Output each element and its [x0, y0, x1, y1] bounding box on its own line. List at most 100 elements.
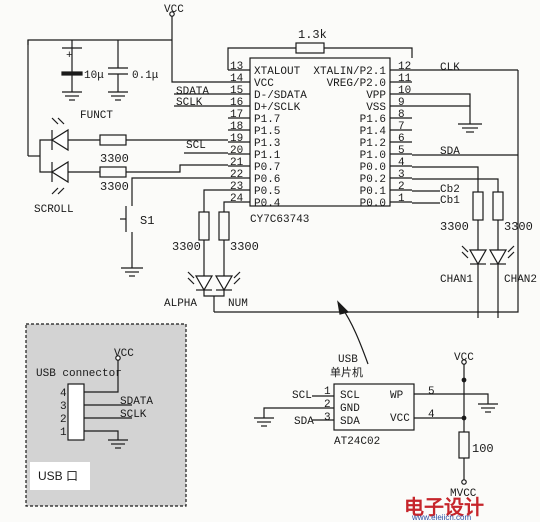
vcc-eeprom-node: VCC — [454, 352, 474, 432]
usb-sdata-label: SDATA — [120, 396, 153, 408]
pin-label: P1.7 — [254, 114, 280, 126]
r-chan1-label: 3300 — [440, 220, 469, 234]
eeprom-name: AT24C02 — [334, 436, 380, 448]
svg-text:3: 3 — [60, 401, 67, 413]
mcu-pin-right: 2P0.1 — [360, 181, 412, 198]
usb-connector-title: USB connector — [36, 368, 122, 380]
resistor-chan2: 3300 — [492, 191, 533, 234]
resistor-1-3k-label: 1.3k — [298, 28, 327, 42]
svg-text:VCC: VCC — [390, 413, 410, 425]
mcu-pin-right: 7 P1.4 — [360, 121, 412, 138]
pin-number: 7 — [398, 121, 405, 133]
mcu-name: CY7C63743 — [250, 214, 309, 226]
pin-label: P0.2 — [360, 174, 386, 186]
mvcc-label: MVCC — [450, 488, 477, 500]
r-mvcc-label: 100 — [472, 442, 494, 456]
pin-label: P0.7 — [254, 162, 280, 174]
eeprom-chip: USB 单片机 SCL GND SDA WP VCC 1 2 3 5 4 AT2… — [324, 354, 435, 448]
pin-label: P1.0 — [360, 150, 386, 162]
pin-number: 22 — [230, 169, 243, 181]
pin-label: P0.6 — [254, 174, 280, 186]
pin-label: VSS — [366, 102, 386, 114]
mcu-pin-right: 3P0.2 — [360, 169, 412, 186]
pin-label: D-/SDATA — [254, 90, 307, 102]
pin-number: 5 — [398, 145, 405, 157]
net-cb1-label: Cb1 — [440, 195, 460, 207]
pin-number: 4 — [398, 157, 405, 169]
pin-label: P1.6 — [360, 114, 386, 126]
switch-s1: S1 — [120, 177, 228, 277]
svg-text:4: 4 — [428, 409, 435, 421]
led-alpha-label: ALPHA — [164, 298, 197, 310]
pin-label: D+/SCLK — [254, 102, 301, 114]
capacitor-10u: + 10μ — [61, 47, 104, 101]
mcu-chip: CY7C63743 — [249, 57, 391, 226]
watermark-text: 电子设计 — [404, 496, 484, 519]
vcc-top-label: VCC — [164, 4, 184, 16]
resistor-1-3k: 1.3k — [227, 28, 413, 70]
mcu-pin-left: 15 D-/SDATA — [228, 85, 307, 102]
r-num-label: 3300 — [230, 240, 259, 254]
usb-vcc-label: VCC — [114, 348, 134, 360]
svg-text:+: + — [66, 50, 73, 62]
pin-number: 1 — [398, 193, 405, 205]
resistor-led1: 3300 — [99, 134, 228, 166]
led-scroll-label: SCROLL — [34, 204, 74, 216]
svg-text:SCL: SCL — [340, 390, 360, 402]
pin-number: 6 — [398, 133, 405, 145]
eeprom-caption-usb: USB — [338, 354, 358, 366]
switch-s1-label: S1 — [140, 214, 154, 228]
net-clk-label: CLK — [440, 62, 460, 74]
pin-number: 16 — [230, 97, 243, 109]
pin-number: 9 — [398, 97, 405, 109]
pin-label: P0.5 — [254, 186, 280, 198]
led-chan2: CHAN2 — [488, 245, 537, 286]
eeprom-ext-sda: SDA — [294, 416, 314, 428]
pin-label: P1.3 — [254, 138, 280, 150]
pin-label: VCC — [254, 78, 274, 90]
pin-number: 10 — [398, 85, 411, 97]
net-cb2-label: Cb2 — [440, 184, 460, 196]
cap-c1-label: 10μ — [84, 70, 104, 82]
pin-number: 13 — [230, 61, 243, 73]
mcu-pin-right: 5 P1.0 — [360, 145, 412, 162]
pin-number: 18 — [230, 121, 243, 133]
pin-label: P1.4 — [360, 126, 387, 138]
led-chan2-label: CHAN2 — [504, 274, 537, 286]
pin-label: P1.2 — [360, 138, 386, 150]
r-led1-label: 3300 — [100, 152, 129, 166]
led-funct-label: FUNCT — [80, 110, 113, 122]
net-sdata-label: SDATA — [176, 86, 209, 98]
led-scroll: SCROLL — [34, 160, 100, 216]
vcc-top-node: VCC — [164, 4, 184, 40]
net-sclk-label: SCLK — [176, 97, 203, 109]
net-sda-label: SDA — [440, 146, 460, 158]
cap-c2-label: 0.1μ — [132, 70, 159, 82]
pin-number: 12 — [398, 61, 411, 73]
mcu-pin-right: 9 VSS — [366, 97, 412, 114]
mcu-pin-right: 6 P1.2 — [360, 133, 412, 150]
pin-number: 24 — [230, 193, 244, 205]
mcu-pin-left: 16 D+/SCLK — [228, 97, 301, 114]
eeprom-ext-scl: SCL — [292, 390, 312, 402]
usb-connector-panel: USB connector VCC 4 3 2 1 SDATA SCLK USB… — [25, 323, 187, 507]
svg-text:2: 2 — [60, 414, 67, 426]
pin-number: 15 — [230, 85, 243, 97]
mcu-pin-left: 22 P0.6 — [228, 169, 280, 186]
led-num: NUM — [214, 271, 248, 310]
svg-text:1: 1 — [60, 427, 67, 439]
r-led2-label: 3300 — [100, 180, 129, 194]
svg-text:5: 5 — [428, 386, 435, 398]
svg-text:GND: GND — [340, 403, 360, 415]
pin-number: 11 — [398, 73, 412, 85]
pin-number: 23 — [230, 181, 243, 193]
mcu-pin-right: 4P0.0 — [360, 157, 412, 174]
